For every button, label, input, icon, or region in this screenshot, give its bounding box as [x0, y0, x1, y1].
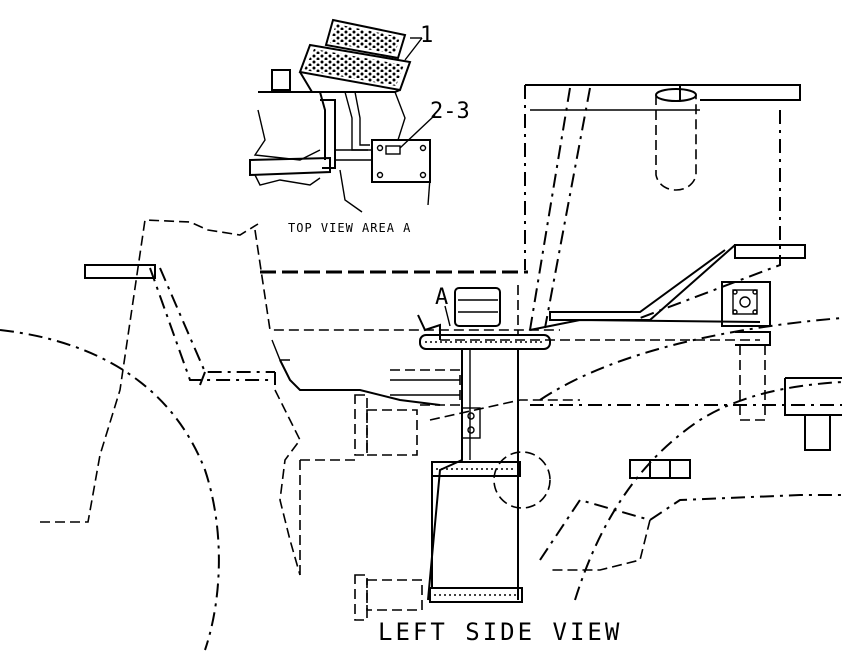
left-side-view: A [0, 84, 842, 651]
top-view-inset: 1 2-3 TOP VIEW AREA A [249, 18, 470, 235]
frame-left [274, 359, 461, 621]
handrail-left [84, 264, 290, 386]
part-2-3-label: 2-3 [430, 99, 470, 124]
step-tread-lower [298, 43, 412, 93]
mounting-plate [371, 139, 431, 183]
hydraulic-tank [655, 85, 697, 191]
step-tread-upper [324, 18, 407, 60]
side-view-caption: LEFT SIDE VIEW [378, 618, 622, 646]
mounting-bracket-right [721, 281, 842, 451]
vent-slots [629, 459, 691, 479]
part-1-label: 1 [420, 23, 433, 48]
view-a-marker: A [435, 285, 448, 310]
ladder [427, 350, 551, 603]
top-view-caption: TOP VIEW AREA A [288, 221, 411, 235]
cab [254, 84, 801, 331]
upper-step-assembly [417, 285, 551, 350]
